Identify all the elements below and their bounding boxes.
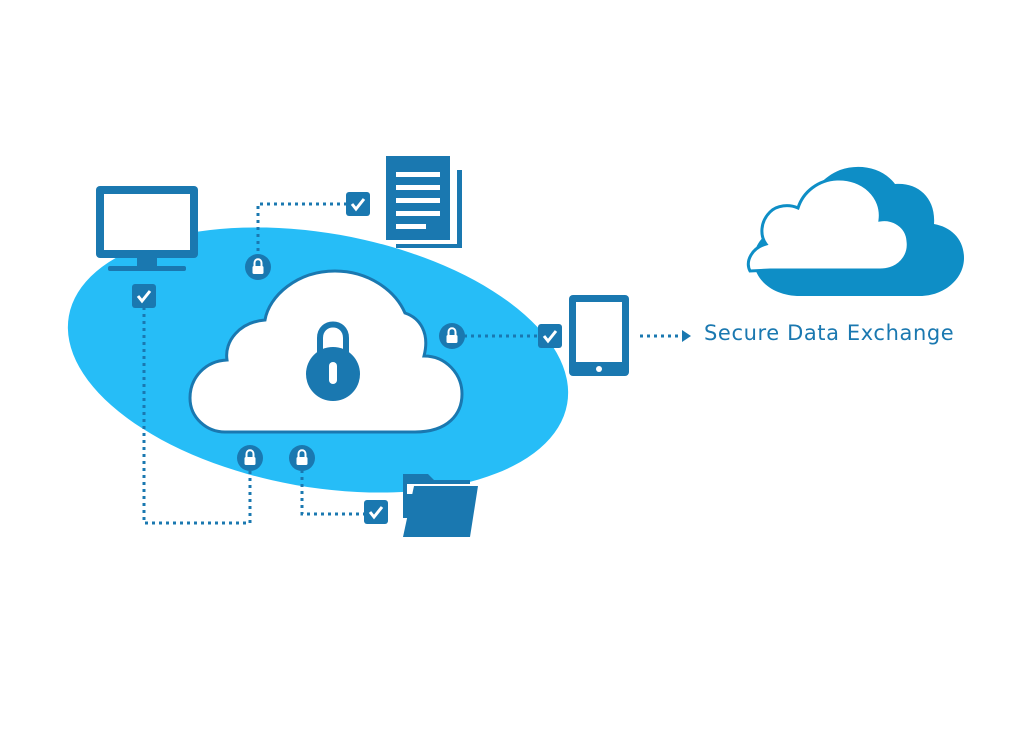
padlock-icon: [237, 445, 263, 471]
checkmark-icons: [132, 192, 562, 524]
padlock-icons: [237, 254, 465, 471]
padlock-icon: [245, 254, 271, 280]
dotted-connectors: [142, 202, 680, 525]
checkmark-icon: [346, 192, 370, 216]
checkmark-icon: [364, 500, 388, 524]
folder-icon: [403, 474, 478, 537]
cloud-lock-icon: [188, 269, 464, 434]
cloud-icon: [746, 166, 964, 296]
tablet-icon: [569, 295, 629, 376]
connector-folder: [300, 470, 364, 516]
connector-document: [256, 202, 346, 258]
connector-monitor: [142, 307, 252, 525]
secure-data-exchange-caption: Secure Data Exchange: [704, 321, 955, 345]
document-icon: [386, 156, 462, 248]
padlock-icon: [289, 445, 315, 471]
checkmark-icon: [132, 284, 156, 308]
checkmark-icon: [538, 324, 562, 348]
padlock-icon: [439, 323, 465, 349]
arrow-right-icon: [682, 330, 691, 342]
monitor-icon: [96, 186, 198, 271]
